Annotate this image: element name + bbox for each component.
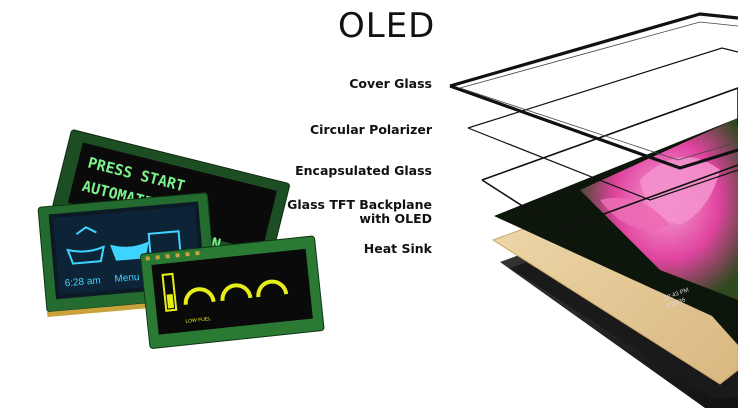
label-circular-polarizer: Circular Polarizer: [309, 122, 432, 137]
circular-polarizer-layer: [467, 47, 738, 201]
module-gauge-label: LOW FUEL: [185, 316, 211, 325]
module-menu: Menu: [114, 272, 140, 285]
label-cover-glass: Cover Glass: [349, 76, 432, 91]
oled-modules-illustration: PRESS START AUTOMATI EGIN 6:28 am Menu L…: [37, 129, 325, 349]
label-encapsulated-glass: Encapsulated Glass: [295, 163, 432, 178]
label-heat-sink: Heat Sink: [363, 241, 432, 256]
cover-glass-layer: [449, 12, 738, 170]
module-time: 6:28 am: [64, 275, 101, 289]
page-title: OLED: [338, 6, 436, 46]
gauge-display-module: LOW FUEL: [140, 235, 325, 349]
encapsulated-glass-layer: [481, 87, 738, 231]
